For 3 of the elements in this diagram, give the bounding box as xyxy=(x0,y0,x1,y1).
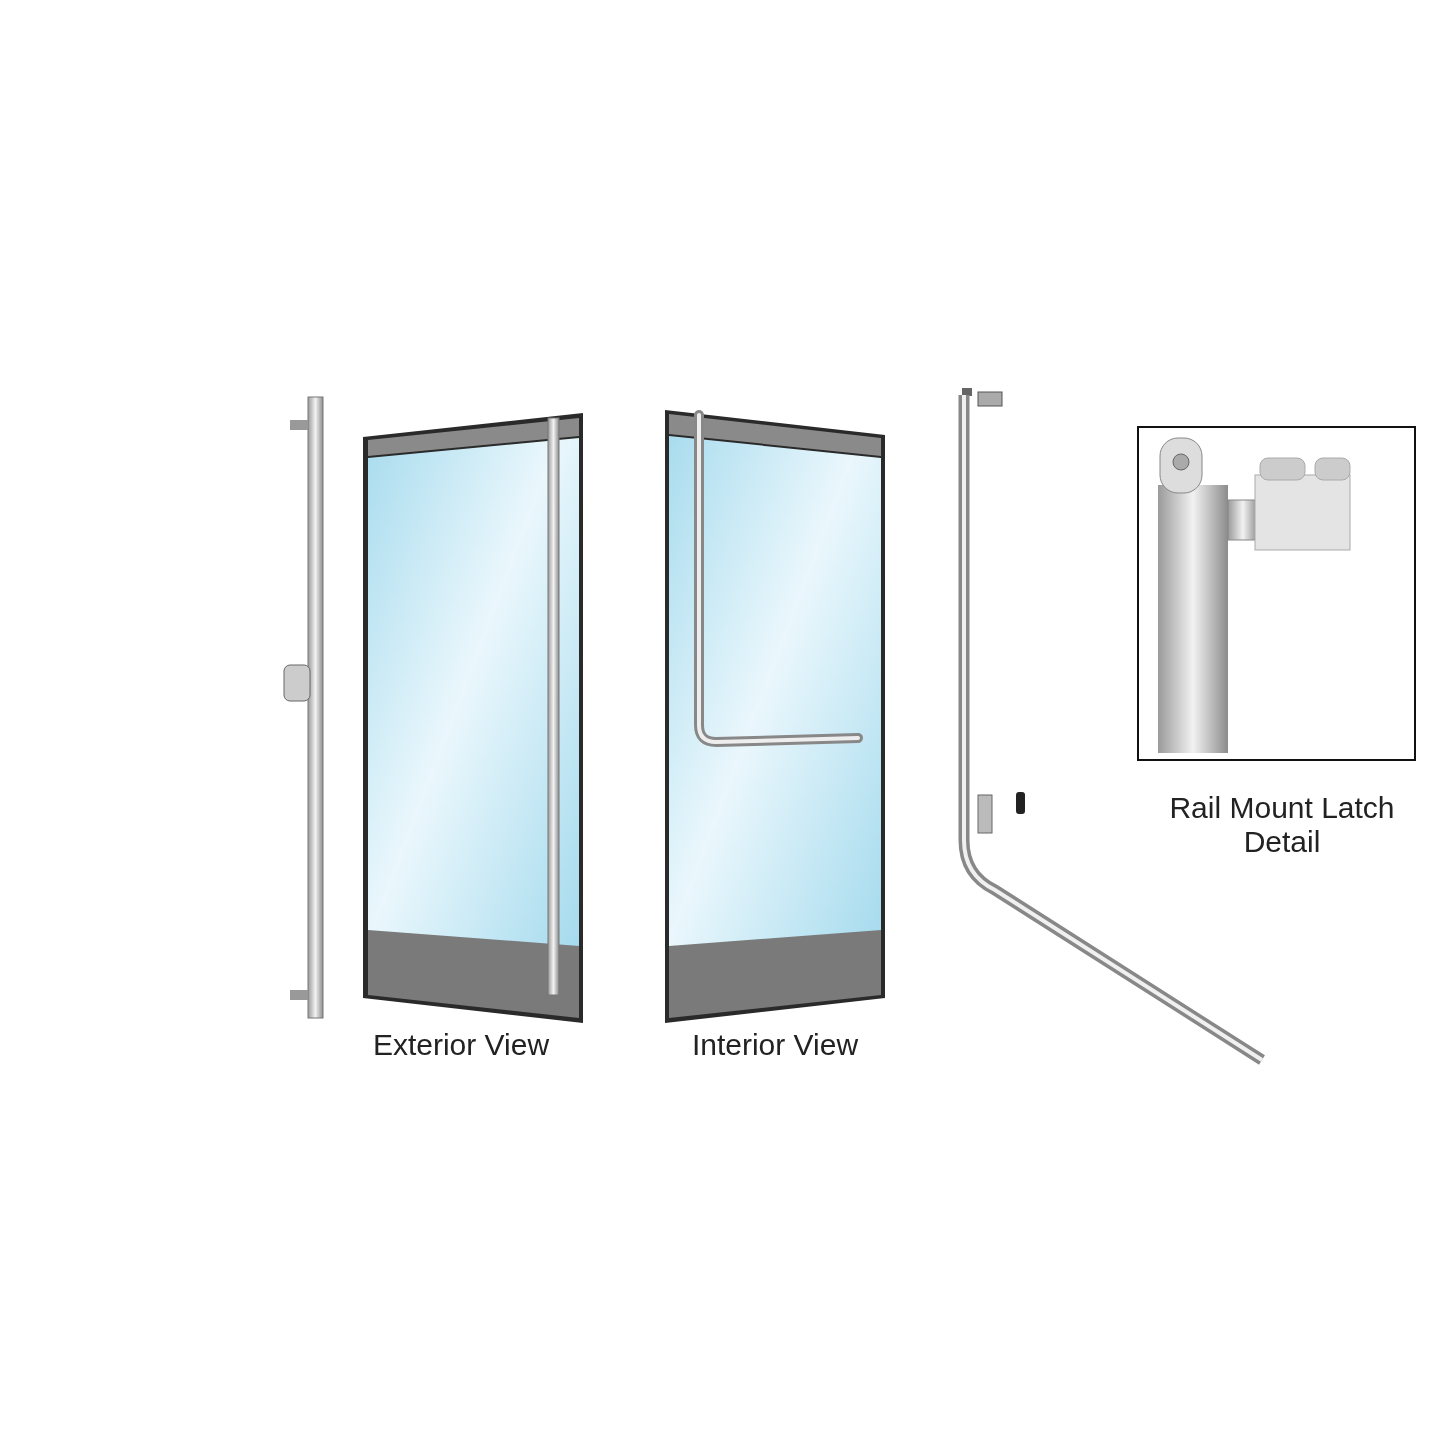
caption-text: Rail Mount Latch Detail xyxy=(1168,791,1396,859)
caption-text: Exterior View xyxy=(371,1028,551,1062)
caption-text: Interior View xyxy=(690,1028,860,1062)
